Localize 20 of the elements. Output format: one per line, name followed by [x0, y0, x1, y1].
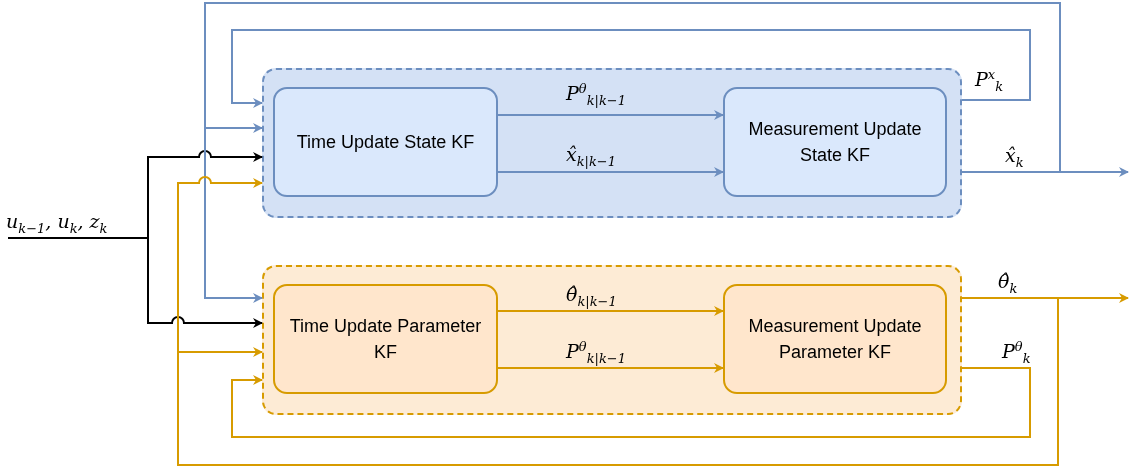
arrow — [497, 110, 724, 120]
dashed-group-box — [262, 68, 962, 218]
process-box: Time Update Parameter KF — [273, 284, 498, 394]
process-box: Measurement Update State KF — [723, 87, 947, 197]
arrow — [204, 2, 1061, 303]
arrow — [231, 367, 1031, 438]
input-label: u$_{k−1}$, u$_{k}$, z$_{k}$ — [6, 212, 148, 238]
process-box: Time Update State KF — [273, 87, 498, 197]
edge-label: x̂$_{k|k−1}$ — [566, 143, 617, 171]
arrow — [177, 297, 1059, 466]
dashed-group-box — [262, 265, 962, 415]
arrow — [231, 29, 1031, 108]
edge-label: θ̂$_{k|k−1}$ — [566, 283, 617, 311]
arrow — [497, 306, 724, 316]
process-box: Measurement Update Parameter KF — [723, 284, 947, 394]
arrow — [7, 237, 263, 328]
arrow — [497, 363, 724, 373]
arrow — [497, 167, 724, 177]
edge-label: x̂$_{k}$ — [1005, 144, 1024, 172]
edge-label: θ̂$_{k}$ — [998, 270, 1018, 298]
